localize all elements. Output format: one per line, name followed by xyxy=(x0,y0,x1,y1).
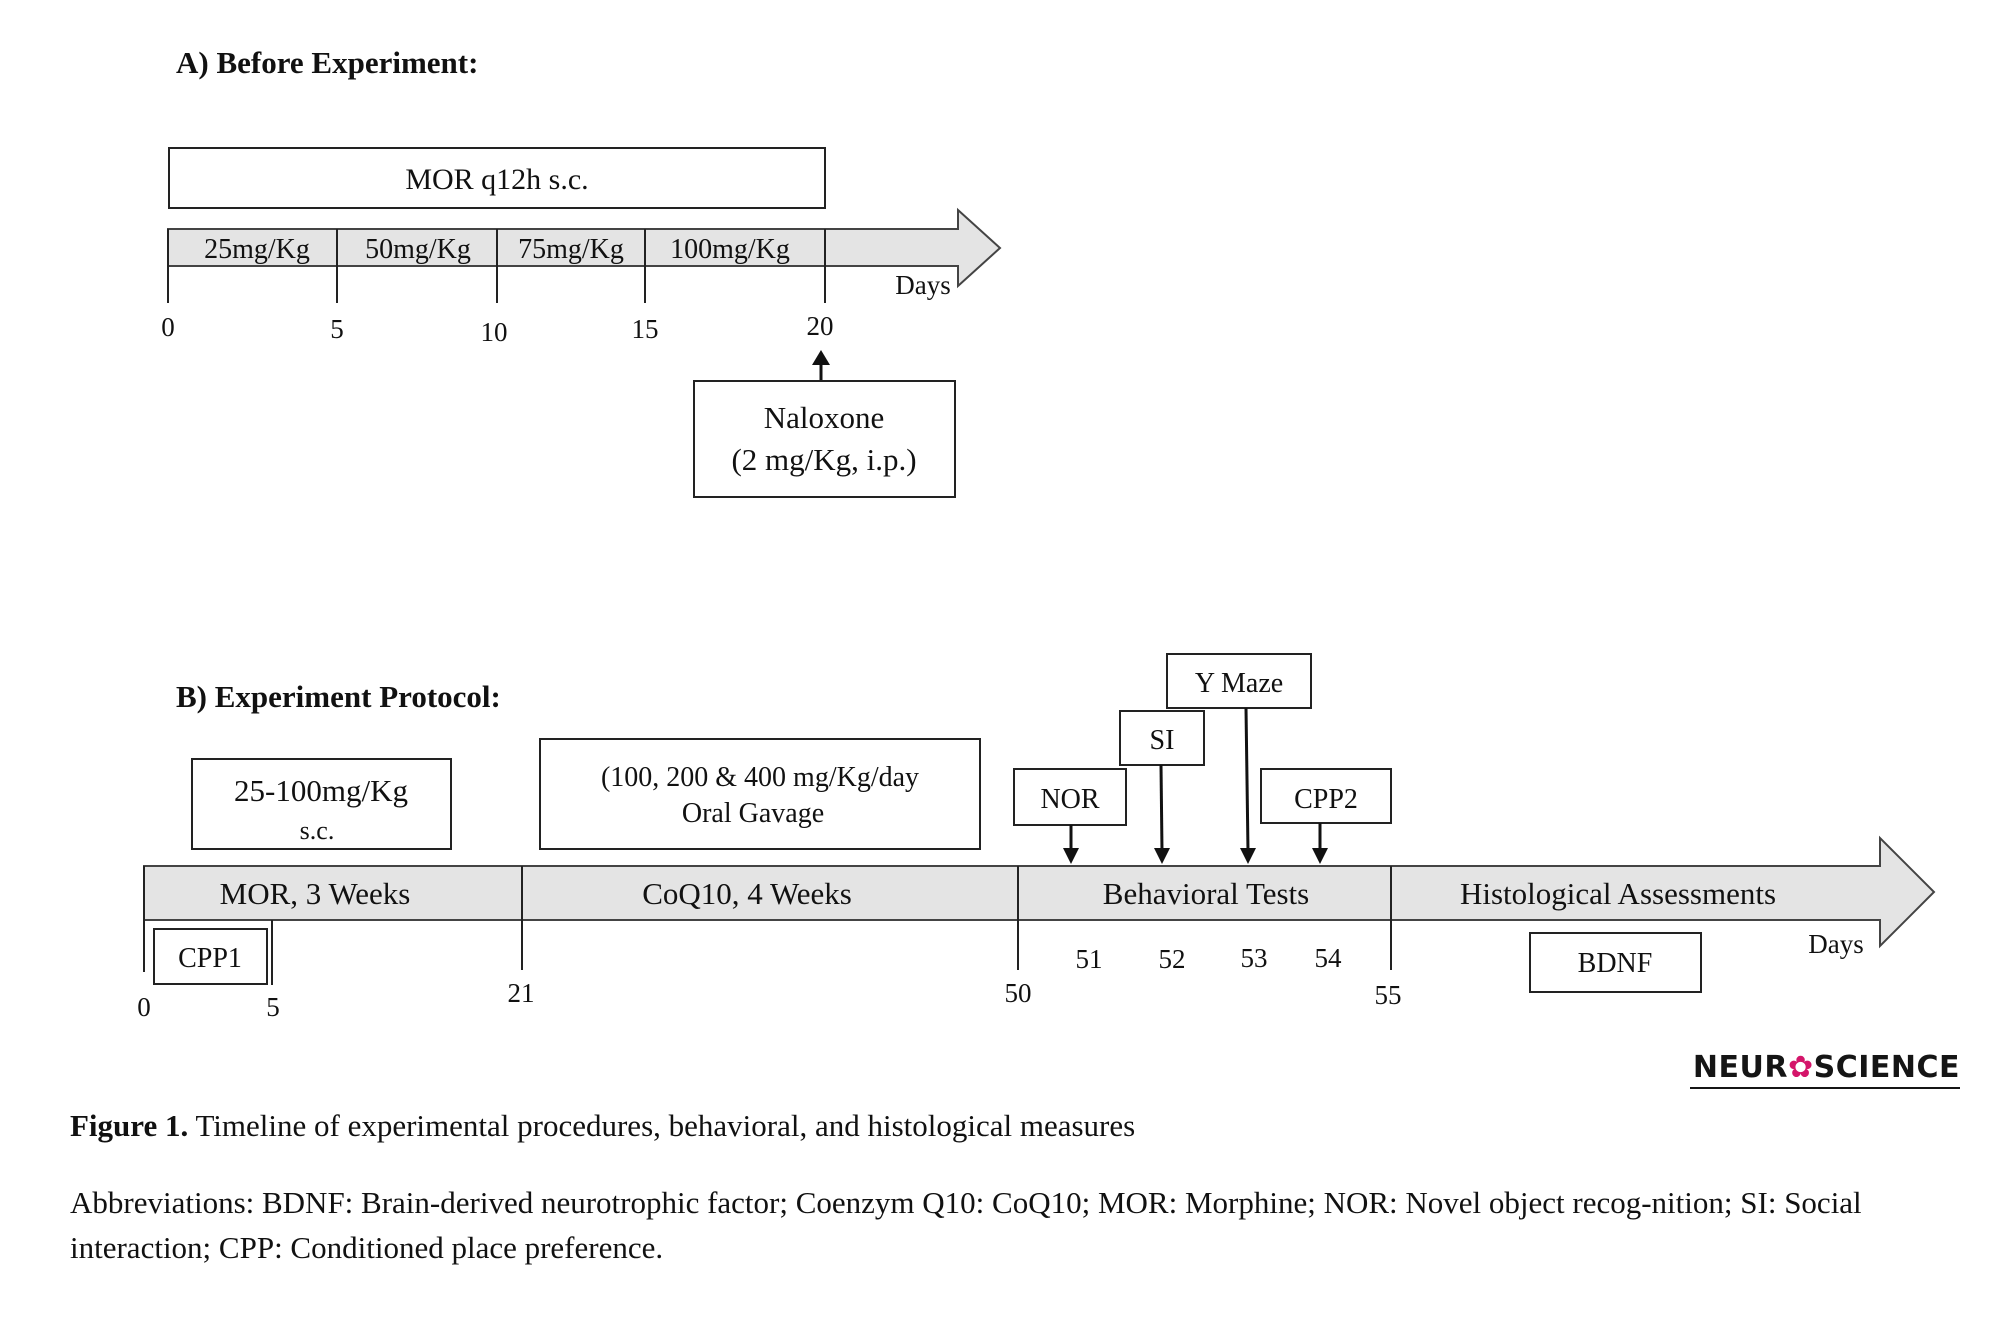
mor-q12h-box xyxy=(168,147,826,209)
panel-a-timeline-arrow xyxy=(167,207,1002,289)
mor-dose-box xyxy=(191,758,452,850)
tick-label-b-0: 0 xyxy=(137,992,151,1022)
nor-label: NOR xyxy=(1040,784,1099,815)
segment-behavioral: Behavioral Tests xyxy=(1103,876,1309,911)
mor-q12h-label: MOR q12h s.c. xyxy=(405,163,588,196)
panel-b-title: B) Experiment Protocol: xyxy=(176,679,501,714)
segment-mor: MOR, 3 Weeks xyxy=(220,876,411,911)
tick-label-a-0: 0 xyxy=(161,312,175,342)
bdnf-label: BDNF xyxy=(1578,948,1653,979)
si-arrow-head xyxy=(1154,848,1170,864)
tick-label-a-5: 5 xyxy=(330,314,344,344)
dose-100: 100mg/Kg xyxy=(670,234,790,265)
nor-box xyxy=(1013,768,1127,826)
naloxone-box xyxy=(693,380,956,498)
tick-label-b-50: 50 xyxy=(1005,978,1032,1008)
segment-coq10: CoQ10, 4 Weeks xyxy=(642,876,852,911)
nor-arrow-head xyxy=(1063,848,1079,864)
si-arrow-line xyxy=(1159,764,1164,852)
naloxone-arrow-head xyxy=(812,350,830,365)
test-day-52: 52 xyxy=(1159,944,1186,974)
tick-label-b-5: 5 xyxy=(266,992,280,1022)
tick-label-a-15: 15 xyxy=(632,314,659,344)
figure-caption-text: Timeline of experimental procedures, beh… xyxy=(188,1108,1136,1143)
tick-label-a-10: 10 xyxy=(481,317,508,347)
mor-dose-label: 25-100mg/Kg xyxy=(234,773,408,808)
bdnf-box xyxy=(1529,932,1702,993)
days-label-b: Days xyxy=(1808,929,1864,959)
test-day-54: 54 xyxy=(1315,943,1343,973)
tick-label-b-21: 21 xyxy=(508,978,535,1008)
panel-b-timeline-arrow xyxy=(143,835,1936,949)
coq10-dose-label: (100, 200 & 400 mg/Kg/day xyxy=(601,762,919,793)
mor-route-label: s.c. xyxy=(300,816,335,845)
tick-label-a-20: 20 xyxy=(807,311,834,341)
dose-50: 50mg/Kg xyxy=(365,234,471,265)
test-day-51: 51 xyxy=(1076,944,1103,974)
figure-caption: Figure 1. Timeline of experimental proce… xyxy=(70,1108,1970,1144)
cpp1-label: CPP1 xyxy=(178,943,242,974)
cpp2-label: CPP2 xyxy=(1294,784,1358,815)
ymaze-arrow-head xyxy=(1240,848,1256,864)
panel-a-title: A) Before Experiment: xyxy=(176,45,478,80)
segment-histological: Histological Assessments xyxy=(1460,876,1776,911)
cpp2-arrow-head xyxy=(1312,848,1328,864)
tick-label-b-55: 55 xyxy=(1375,980,1402,1010)
cpp1-box xyxy=(153,928,268,985)
ymaze-box xyxy=(1166,653,1312,709)
days-label-a: Days xyxy=(895,270,951,300)
dose-75: 75mg/Kg xyxy=(518,234,624,265)
naloxone-dose: (2 mg/Kg, i.p.) xyxy=(731,442,916,477)
coq10-route-label: Oral Gavage xyxy=(682,798,824,829)
neuroscience-logo: NEUR✿SCIENCE xyxy=(1690,1050,1960,1089)
logo-text-neur: NEUR xyxy=(1692,1050,1788,1085)
ymaze-arrow-line xyxy=(1244,707,1250,852)
ymaze-label: Y Maze xyxy=(1195,668,1283,699)
coq10-dose-box xyxy=(539,738,981,850)
cpp2-box xyxy=(1260,768,1392,824)
test-day-53: 53 xyxy=(1241,943,1268,973)
dose-25: 25mg/Kg xyxy=(204,234,310,265)
logo-text-science: SCIENCE xyxy=(1813,1050,1960,1085)
logo-gear-icon: ✿ xyxy=(1787,1050,1814,1085)
si-label: SI xyxy=(1150,725,1175,756)
abbreviations: Abbreviations: BDNF: Brain-derived neuro… xyxy=(70,1185,1862,1265)
figure-label: Figure 1. xyxy=(70,1108,189,1143)
naloxone-label: Naloxone xyxy=(764,400,885,435)
